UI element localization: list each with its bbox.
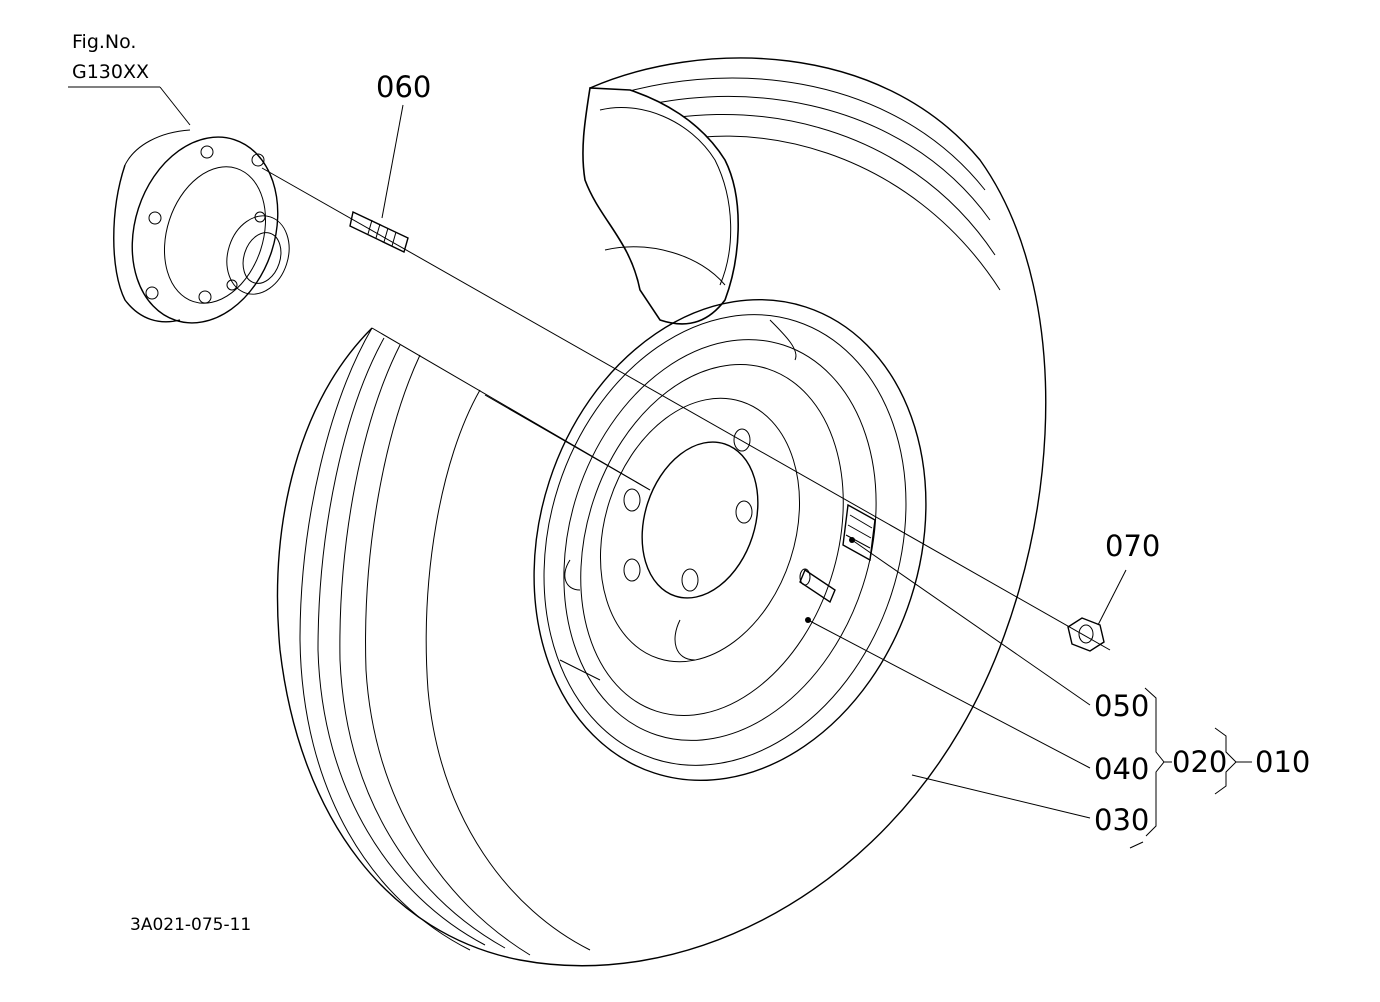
callout-010: 010 (1255, 745, 1310, 779)
bolt-holes (623, 428, 753, 592)
callout-070: 070 (1105, 529, 1160, 563)
drawing-number: 3A021-075-11 (130, 915, 251, 935)
wheel-hub (113, 129, 290, 324)
fig-no-value: G130XX (72, 61, 149, 83)
leader-lines (68, 86, 1127, 819)
fig-no-label: Fig.No. (72, 31, 136, 53)
callout-020: 020 (1172, 745, 1227, 779)
grouping-brackets (1129, 687, 1252, 849)
nut-070 (1067, 617, 1105, 652)
callout-040: 040 (1094, 752, 1149, 786)
stud-bolt-060 (349, 210, 409, 253)
callout-030: 030 (1094, 803, 1149, 837)
tire-030 (276, 57, 1047, 967)
valve-stem (799, 568, 836, 623)
assembly-axis-line (261, 167, 1111, 651)
balance-weight-050 (842, 503, 876, 562)
figure-number: Fig.No. G130XX (72, 31, 149, 83)
callout-060: 060 (376, 70, 431, 104)
wheel-rim-040 (533, 299, 927, 781)
callout-050: 050 (1094, 689, 1149, 723)
